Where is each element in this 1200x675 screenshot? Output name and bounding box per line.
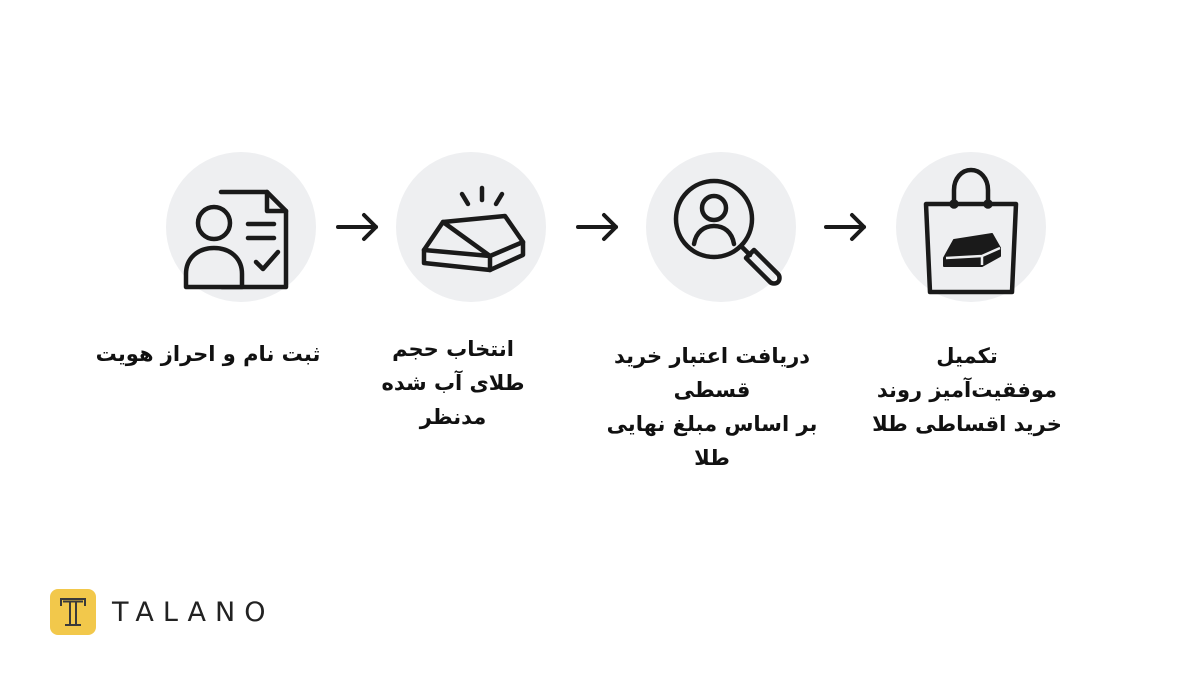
brand-name: TALANO (112, 597, 275, 628)
step-4-label: تکمیل موفقیت‌آمیز روند خرید اقساطی طلا (872, 344, 1062, 436)
shopping-bag-gold-icon (923, 167, 1019, 295)
step-3-label: دریافت اعتبار خرید قسطی بر اساس مبلغ نها… (606, 344, 818, 470)
talano-logo-icon (50, 589, 96, 635)
step-3-icon-circle (646, 152, 796, 302)
arrow-right-icon (576, 213, 618, 241)
arrow-right-icon (824, 213, 866, 241)
user-document-check-icon (183, 189, 289, 290)
step-2-icon-circle (396, 152, 546, 302)
gold-bar-icon (421, 185, 526, 273)
step-2-label: انتخاب حجم طلای آب شده مدنظر (381, 337, 525, 429)
step-1-label: ثبت نام و احراز هویت (95, 342, 321, 366)
step-4-icon-circle (896, 152, 1046, 302)
step-1-icon-circle (166, 152, 316, 302)
arrow-right-icon (336, 213, 378, 241)
user-search-icon (673, 178, 782, 286)
